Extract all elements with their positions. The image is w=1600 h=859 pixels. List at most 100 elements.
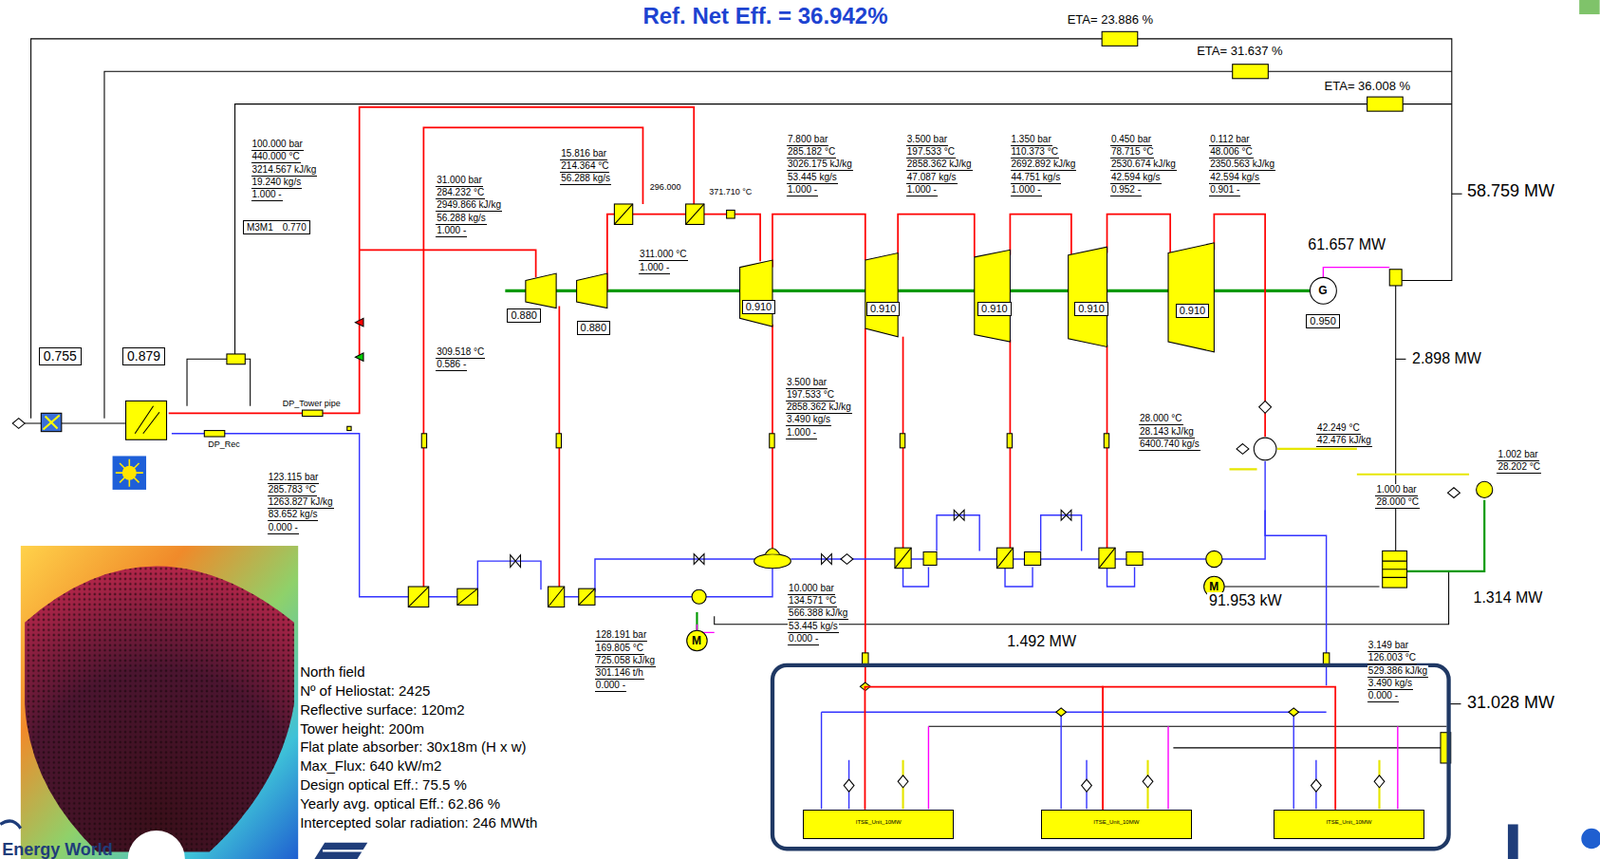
stream-data: 285.783 °C	[267, 483, 317, 497]
efficiency-value: ETA= 23.886 %	[1066, 12, 1154, 27]
stream-data: 309.518 °C	[435, 346, 485, 359]
stream-data: 44.751 kg/s	[1010, 171, 1062, 185]
box-text: 0.910	[1078, 302, 1105, 316]
stream-data: 134.571 °C	[787, 595, 838, 608]
stream-data: 78.715 °C	[1110, 146, 1155, 159]
power-value: 31.028 MW	[1465, 692, 1557, 712]
stream-data: 0.450 bar	[1110, 133, 1153, 147]
stream-data: 2858.362 kJ/kg	[785, 401, 853, 414]
field-note: Intercepted solar radiation: 246 MWth	[299, 814, 538, 831]
power-value: 91.953 kW	[1207, 592, 1284, 610]
stream-data: 126.003 °C	[1367, 651, 1417, 665]
stream-data: 1263.827 kJ/kg	[267, 496, 335, 509]
steam-header	[1102, 687, 1336, 810]
power-value: 1.492 MW	[1004, 632, 1079, 651]
stream-data: 2858.362 kJ/kg	[906, 158, 973, 171]
stream-data: 197.533 °C	[785, 389, 836, 402]
power-value: 2.898 MW	[1410, 350, 1484, 368]
box-text: 0.879	[127, 348, 161, 365]
efficiency-box: M3M10.770	[242, 220, 311, 235]
efficiency-box: 0.880	[576, 320, 612, 335]
pipe-name: DP_Tower pipe	[281, 398, 342, 410]
stream-data: 0.000 -	[787, 632, 819, 646]
stream-data: 725.058 kJ/kg	[595, 654, 656, 668]
stream-data: 42.594 kg/s	[1110, 171, 1162, 185]
field-note: Design optical Eff.: 75.5 %	[299, 776, 467, 793]
stream-data: 2350.563 kJ/kg	[1209, 158, 1276, 171]
efficiency-box: 0.755	[38, 347, 82, 366]
stream-data: 28.000 °C	[1375, 496, 1420, 509]
field-note: Nº of Heliostat: 2425	[299, 682, 430, 699]
motor-letter: M	[691, 634, 702, 648]
stream-data: 1.000 -	[785, 427, 818, 440]
stream-data: 56.288 kg/s	[559, 172, 612, 186]
stream-data: 0.000 -	[1367, 689, 1399, 703]
field-note: North field	[299, 663, 365, 680]
diagram-title: Ref. Net Eff. = 36.942%	[642, 2, 888, 30]
box-text: 0.880	[580, 321, 608, 335]
stream-data: 128.191 bar	[595, 629, 648, 642]
efficiency-box: 0.880	[506, 308, 541, 323]
stream-data: 169.805 °C	[595, 642, 645, 655]
stream-data: 0.000 -	[595, 679, 627, 692]
stream-data: 28.000 °C	[1138, 412, 1184, 426]
stream-data: 529.386 kJ/kg	[1367, 665, 1429, 678]
stream-data: 123.115 bar	[267, 471, 320, 484]
stream-data: 47.087 kg/s	[906, 171, 958, 185]
stream-data: 1.000 -	[1010, 184, 1042, 197]
stream-data: 42.249 °C	[1316, 422, 1361, 435]
stream-data: 2949.866 kJ/kg	[435, 199, 503, 212]
stream-data: 3.149 bar	[1367, 639, 1410, 652]
efficiency-value: ETA= 31.637 %	[1195, 43, 1284, 58]
box-text: ITSE_Unit_10MW	[1093, 818, 1139, 826]
stream-data: 0.901 -	[1209, 184, 1241, 197]
electrolyser-unit: ITSE_Unit_10MW	[1041, 809, 1192, 839]
steam-header	[864, 687, 1103, 810]
stream-data: 3026.175 kJ/kg	[786, 158, 854, 171]
box-text: 0.770	[282, 221, 307, 234]
power-value: 61.657 MW	[1305, 236, 1388, 254]
field-note: Yearly avg. optical Eff.: 62.86 %	[299, 795, 501, 812]
stream-data: 3.500 bar	[785, 376, 828, 390]
motor-letter: M	[1209, 580, 1219, 594]
efficiency-box: 0.910	[1175, 303, 1210, 318]
stream-data: 1.350 bar	[1010, 133, 1053, 147]
stream-data: 197.533 °C	[906, 146, 956, 159]
stream-data: 19.240 kg/s	[251, 176, 303, 189]
power-value: 58.759 MW	[1465, 181, 1557, 201]
stream-data: 440.000 °C	[251, 150, 301, 164]
stream-data: 3214.567 kJ/kg	[251, 164, 318, 177]
stream-data: 31.000 bar	[435, 174, 484, 187]
efficiency-box: 0.950	[1305, 314, 1340, 329]
generator-letter: G	[1318, 284, 1327, 298]
stream-data: 53.445 kg/s	[787, 620, 839, 633]
stream-data: 100.000 bar	[251, 138, 304, 151]
stream-data: 1.000 -	[251, 188, 283, 202]
field-note: Tower height: 200m	[299, 720, 425, 737]
field-note: Flat plate absorber: 30x18m (H x w)	[299, 738, 526, 755]
stream-data: 3.490 kg/s	[785, 413, 832, 427]
stream-data: 28.202 °C	[1496, 461, 1542, 474]
box-text: 0.950	[1309, 315, 1337, 328]
stream-data: 48.006 °C	[1209, 146, 1254, 159]
stream-data: 2692.892 kJ/kg	[1010, 158, 1078, 171]
stream-data: 566.388 kJ/kg	[787, 607, 849, 620]
efficiency-box: 0.910	[1074, 301, 1109, 317]
stream-data: 0.952 -	[1110, 184, 1142, 197]
stream-data: 2530.674 kJ/kg	[1110, 158, 1177, 171]
stream-data: 1.000 -	[435, 224, 467, 238]
box-text: 0.910	[745, 300, 773, 314]
box-text: 0.910	[1179, 304, 1207, 317]
stream-data: 3.490 kg/s	[1367, 677, 1414, 690]
stream-data: 0.000 -	[267, 521, 299, 535]
heliostat-field	[20, 545, 298, 859]
efficiency-box: 0.910	[866, 301, 901, 317]
temperature-value: 371.710 °C	[707, 186, 753, 198]
electrolyser-unit: ITSE_Unit_10MW	[802, 809, 954, 839]
stream-data: 7.800 bar	[786, 133, 829, 147]
field-note: Max_Flux: 640 kW/m2	[299, 757, 442, 774]
stream-data: 1.000 -	[638, 261, 670, 275]
stream-data: 1.000 -	[786, 184, 819, 197]
stream-data: 42.594 kg/s	[1209, 171, 1261, 185]
